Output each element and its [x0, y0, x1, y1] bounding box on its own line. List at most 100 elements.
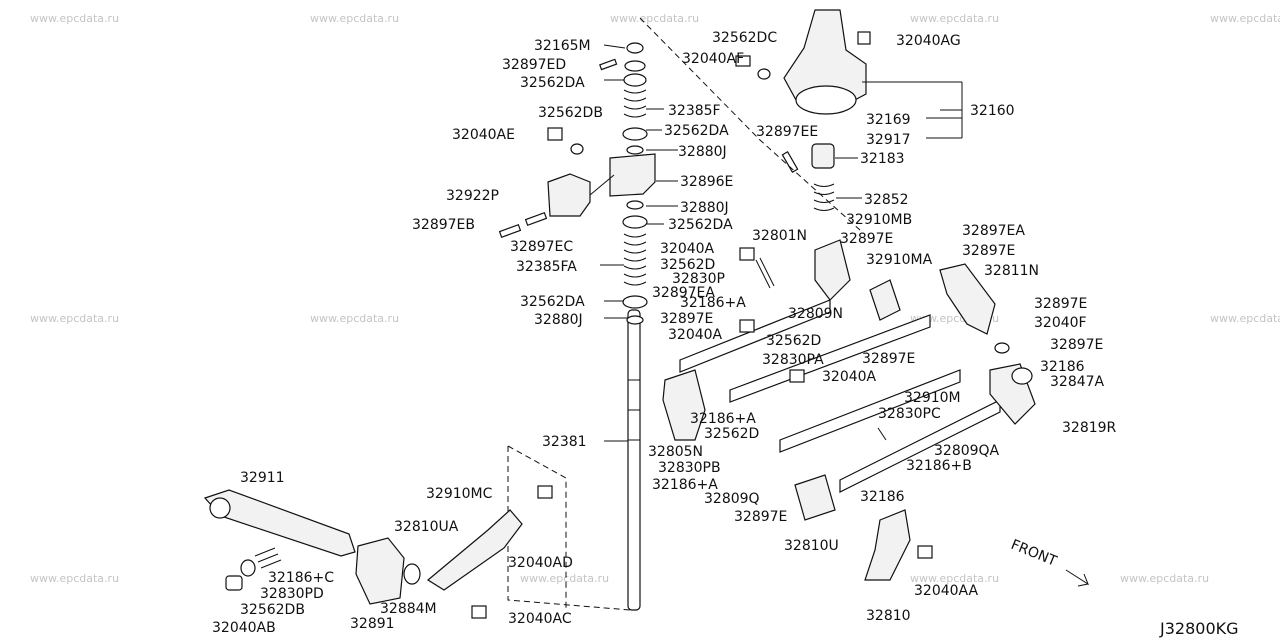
part-label: 32385FA: [516, 259, 577, 275]
bracket-32896e: [609, 153, 656, 197]
washer-32165m: [626, 42, 644, 54]
leader-lines: [600, 44, 963, 442]
bolt-32040aa: [917, 545, 933, 559]
part-label: 32897EA: [962, 223, 1025, 239]
part-label: 32040F: [1034, 315, 1087, 331]
boot-32891: [355, 537, 405, 605]
watermark: www.epcdata.ru: [910, 572, 999, 585]
part-label: 32562DC: [712, 30, 777, 46]
bracket-32810: [864, 509, 911, 581]
part-label: 32830PD: [260, 586, 324, 602]
diagram-code: J32800KG: [1159, 619, 1239, 638]
part-label: 32847A: [1050, 374, 1105, 390]
part-label: 32169: [866, 112, 911, 128]
part-label: 32897EB: [412, 217, 475, 233]
watermark: www.epcdata.ru: [910, 12, 999, 25]
part-label: 32880J: [534, 312, 583, 328]
spring-32385fa: [623, 233, 647, 286]
part-label: 32896E: [680, 174, 733, 190]
part-label: 32562D: [704, 426, 759, 442]
part-label: 32880J: [678, 144, 727, 160]
rod-32809n: [679, 299, 831, 373]
lever-32810ua: [426, 509, 523, 591]
part-label: 32809N: [788, 306, 843, 322]
part-label: 32186+B: [906, 458, 972, 474]
part-label: 32897E: [840, 231, 893, 247]
watermark: www.epcdata.ru: [310, 12, 399, 25]
part-label: 32186+C: [268, 570, 334, 586]
part-label: 32910MC: [426, 486, 493, 502]
watermark: www.epcdata.ru: [520, 572, 609, 585]
part-label: 32186+A: [680, 295, 746, 311]
part-label: 32917: [866, 132, 911, 148]
part-label: 32897E: [734, 509, 787, 525]
part-label: 32186+A: [652, 477, 718, 493]
part-label: 32897EA: [652, 285, 715, 301]
part-label: 32562DA: [520, 294, 585, 310]
watermark: www.epcdata.ru: [610, 12, 699, 25]
part-label: 32562DA: [664, 123, 729, 139]
part-label: 32165M: [534, 38, 591, 54]
bolt-32040ad: [537, 485, 553, 499]
part-label: 32830PA: [762, 352, 824, 368]
part-label: 32830P: [672, 271, 725, 287]
part-label: 32811N: [984, 263, 1039, 279]
spring-32830p: [755, 257, 775, 289]
watermark: www.epcdata.ru: [30, 312, 119, 325]
spring-32830pd: [254, 547, 282, 569]
rod-32809qa: [729, 314, 931, 403]
part-label: 32805N: [648, 444, 703, 460]
part-label: 32040A: [822, 369, 877, 385]
part-label: 32810: [866, 608, 911, 624]
part-label: 32562DA: [668, 217, 733, 233]
part-label: 32809QA: [934, 443, 1000, 459]
front-label: FRONT: [1009, 537, 1060, 570]
part-label: 32809Q: [704, 491, 760, 507]
bushing-32884m: [403, 563, 421, 585]
shift-rod-shaft: [627, 309, 641, 611]
part-label: 32852: [864, 192, 909, 208]
part-label: 32922P: [446, 188, 499, 204]
part-label: 32040AB: [212, 620, 276, 636]
part-label: 32891: [350, 616, 395, 632]
part-label: 32040AA: [914, 583, 979, 599]
part-label: 32910M: [904, 390, 961, 406]
part-label: 32186: [1040, 359, 1085, 375]
watermark: www.epcdata.ru: [30, 572, 119, 585]
part-label: 32183: [860, 151, 905, 167]
watermark: www.epcdata.ru: [30, 12, 119, 25]
bolt-32040ab: [225, 575, 243, 591]
watermark: www.epcdata.ru: [310, 312, 399, 325]
part-label: 32897ED: [502, 57, 566, 73]
part-label: 32884M: [380, 601, 437, 617]
bolt-32040ae: [547, 127, 563, 141]
part-label: 32897E: [862, 351, 915, 367]
spring-32852: [813, 183, 835, 211]
callout-labels: 32165M 32897ED 32562DA 32562DB 32040AE 3…: [212, 30, 1117, 636]
part-label: 32040AF: [682, 51, 744, 67]
part-label: 32040A: [668, 327, 723, 343]
part-label: 32819R: [1062, 420, 1117, 436]
part-label: 32385F: [668, 103, 721, 119]
part-label: 32810U: [784, 538, 839, 554]
part-label: 32910MB: [846, 212, 912, 228]
part-label: 32897E: [660, 311, 713, 327]
part-label: 32897EE: [756, 124, 818, 140]
watermark: www.epcdata.ru: [1210, 312, 1280, 325]
bracket-32910mb: [814, 239, 851, 301]
part-label: 32562DB: [538, 105, 603, 121]
rod-32809q: [779, 369, 961, 453]
part-label: 32897E: [1034, 296, 1087, 312]
part-label: 32040AG: [896, 33, 961, 49]
fork-32805n: [662, 369, 706, 441]
watermark: www.epcdata.ru: [1120, 572, 1209, 585]
part-label: 32562D: [660, 257, 715, 273]
part-label: 32810UA: [394, 519, 459, 535]
bolt-32040ac: [471, 605, 487, 619]
part-label: 32040A: [660, 241, 715, 257]
part-label: 32186: [860, 489, 905, 505]
part-label: 32562D: [766, 333, 821, 349]
fork-32811n: [939, 263, 996, 335]
block-32922p: [547, 173, 591, 217]
